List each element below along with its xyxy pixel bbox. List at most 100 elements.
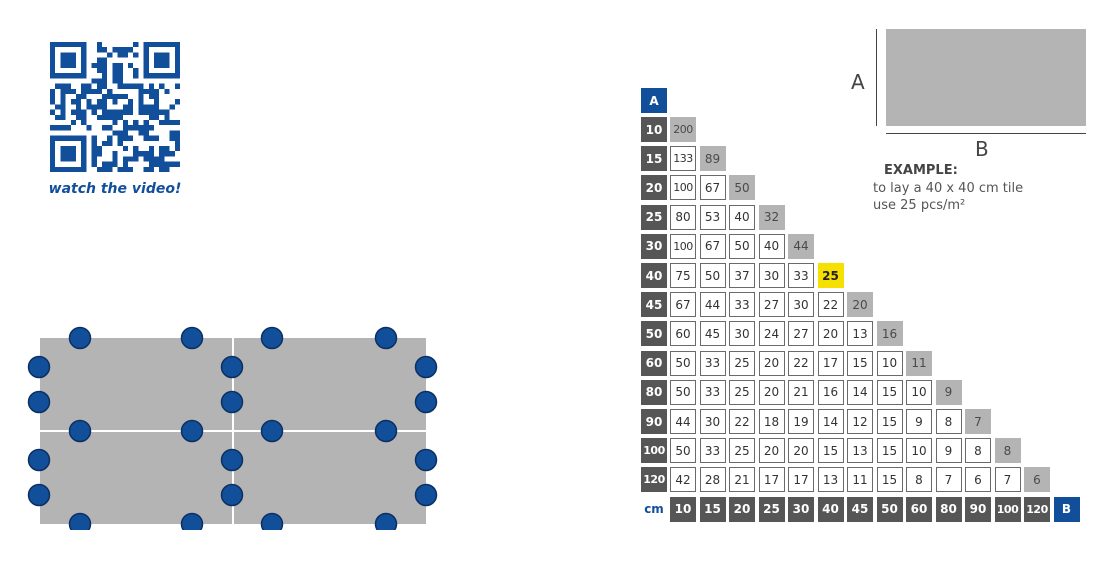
spacer-dot — [68, 419, 92, 443]
table-cell: 13 — [817, 467, 844, 493]
table-cell: 20 — [847, 292, 873, 318]
row-header: 40 — [641, 263, 667, 288]
table-cell: 44 — [788, 233, 814, 259]
table-cell: 25 — [729, 379, 755, 405]
table-cell: 33 — [788, 263, 814, 288]
table-cell: 13 — [847, 321, 873, 347]
table-cell: 9 — [935, 438, 962, 464]
tile — [234, 338, 426, 430]
table-cell: 8 — [994, 438, 1021, 464]
table-cell: 89 — [699, 146, 726, 172]
table-cell: 44 — [670, 409, 696, 434]
example-title: EXAMPLE: — [884, 163, 958, 178]
column-header: 50 — [876, 496, 903, 522]
table-cell: 22 — [788, 350, 814, 376]
example-text-line-2: use 25 pcs/m² — [873, 198, 966, 213]
table-cell: 30 — [729, 321, 755, 347]
column-header: 45 — [847, 496, 873, 522]
column-header: 10 — [670, 496, 696, 522]
table-cell: 19 — [788, 409, 814, 434]
table-cell: 67 — [670, 292, 696, 318]
spacer-dot — [27, 483, 51, 507]
table-cell: 10 — [906, 379, 932, 405]
table-cell: 37 — [729, 263, 755, 288]
spacer-dot — [180, 326, 204, 350]
table-cell: 44 — [699, 292, 726, 318]
example-tile — [886, 29, 1086, 126]
spacer-dot — [27, 355, 51, 379]
table-cell: 27 — [758, 292, 785, 318]
table-corner-a: A — [641, 88, 667, 113]
table-cell: 6 — [965, 467, 991, 493]
table-cell: 40 — [729, 204, 755, 230]
table-cell: 11 — [906, 350, 932, 376]
table-cell: 33 — [699, 350, 726, 376]
table-cell: 16 — [817, 379, 844, 405]
dimension-a-line — [876, 29, 877, 126]
table-cell: 25 — [817, 263, 844, 288]
table-cell: 15 — [847, 350, 873, 376]
table-cell: 14 — [817, 409, 844, 434]
row-header: 10 — [641, 117, 667, 142]
table-cell: 67 — [699, 233, 726, 259]
row-header: 25 — [641, 204, 667, 230]
table-cell: 16 — [876, 321, 903, 347]
row-header: 100 — [641, 438, 667, 464]
table-cell: 50 — [670, 350, 696, 376]
table-cell: 15 — [817, 438, 844, 464]
table-cell: 9 — [935, 379, 962, 405]
spacer-dot — [68, 326, 92, 350]
table-cell: 20 — [758, 438, 785, 464]
spacer-dot — [260, 419, 284, 443]
table-cell: 30 — [699, 409, 726, 434]
watch-video-link[interactable]: watch the video! — [48, 181, 182, 197]
row-header: 15 — [641, 146, 667, 172]
table-cell: 12 — [847, 409, 873, 434]
row-header: 20 — [641, 175, 667, 201]
table-cell: 22 — [817, 292, 844, 318]
row-header: 120 — [641, 467, 667, 493]
table-cell: 60 — [670, 321, 696, 347]
column-header: 100 — [994, 496, 1021, 522]
table-cell: 14 — [847, 379, 873, 405]
table-cell: 50 — [670, 379, 696, 405]
table-cell: 25 — [729, 438, 755, 464]
table-cell: 17 — [817, 350, 844, 376]
spacer-dot — [68, 512, 92, 530]
table-cell: 17 — [758, 467, 785, 493]
table-cell: 50 — [670, 438, 696, 464]
column-header: 25 — [758, 496, 785, 522]
row-header: 80 — [641, 379, 667, 405]
row-header: 60 — [641, 350, 667, 376]
table-cell: 32 — [758, 204, 785, 230]
table-cell: 11 — [847, 467, 873, 493]
qr-code-icon[interactable] — [50, 42, 180, 172]
spacer-dot — [414, 390, 438, 414]
column-header: 80 — [935, 496, 962, 522]
row-header: 45 — [641, 292, 667, 318]
table-cell: 50 — [699, 263, 726, 288]
table-cell: 7 — [965, 409, 991, 434]
unit-label: cm — [644, 502, 664, 517]
spacer-dot — [414, 355, 438, 379]
spacer-dot — [220, 390, 244, 414]
row-header: 50 — [641, 321, 667, 347]
spacer-dot — [260, 512, 284, 530]
tile — [234, 432, 426, 524]
row-header: 30 — [641, 233, 667, 259]
table-cell: 17 — [788, 467, 814, 493]
spacer-dot — [414, 448, 438, 472]
spacer-dot — [374, 512, 398, 530]
table-cell: 20 — [817, 321, 844, 347]
table-cell: 75 — [670, 263, 696, 288]
tile — [40, 432, 232, 524]
table-cell: 30 — [758, 263, 785, 288]
table-cell: 13 — [847, 438, 873, 464]
column-header: 15 — [699, 496, 726, 522]
table-cell: 30 — [788, 292, 814, 318]
spacer-dot — [27, 448, 51, 472]
spacer-dot — [260, 326, 284, 350]
table-cell: 67 — [699, 175, 726, 201]
spacer-dot — [374, 326, 398, 350]
